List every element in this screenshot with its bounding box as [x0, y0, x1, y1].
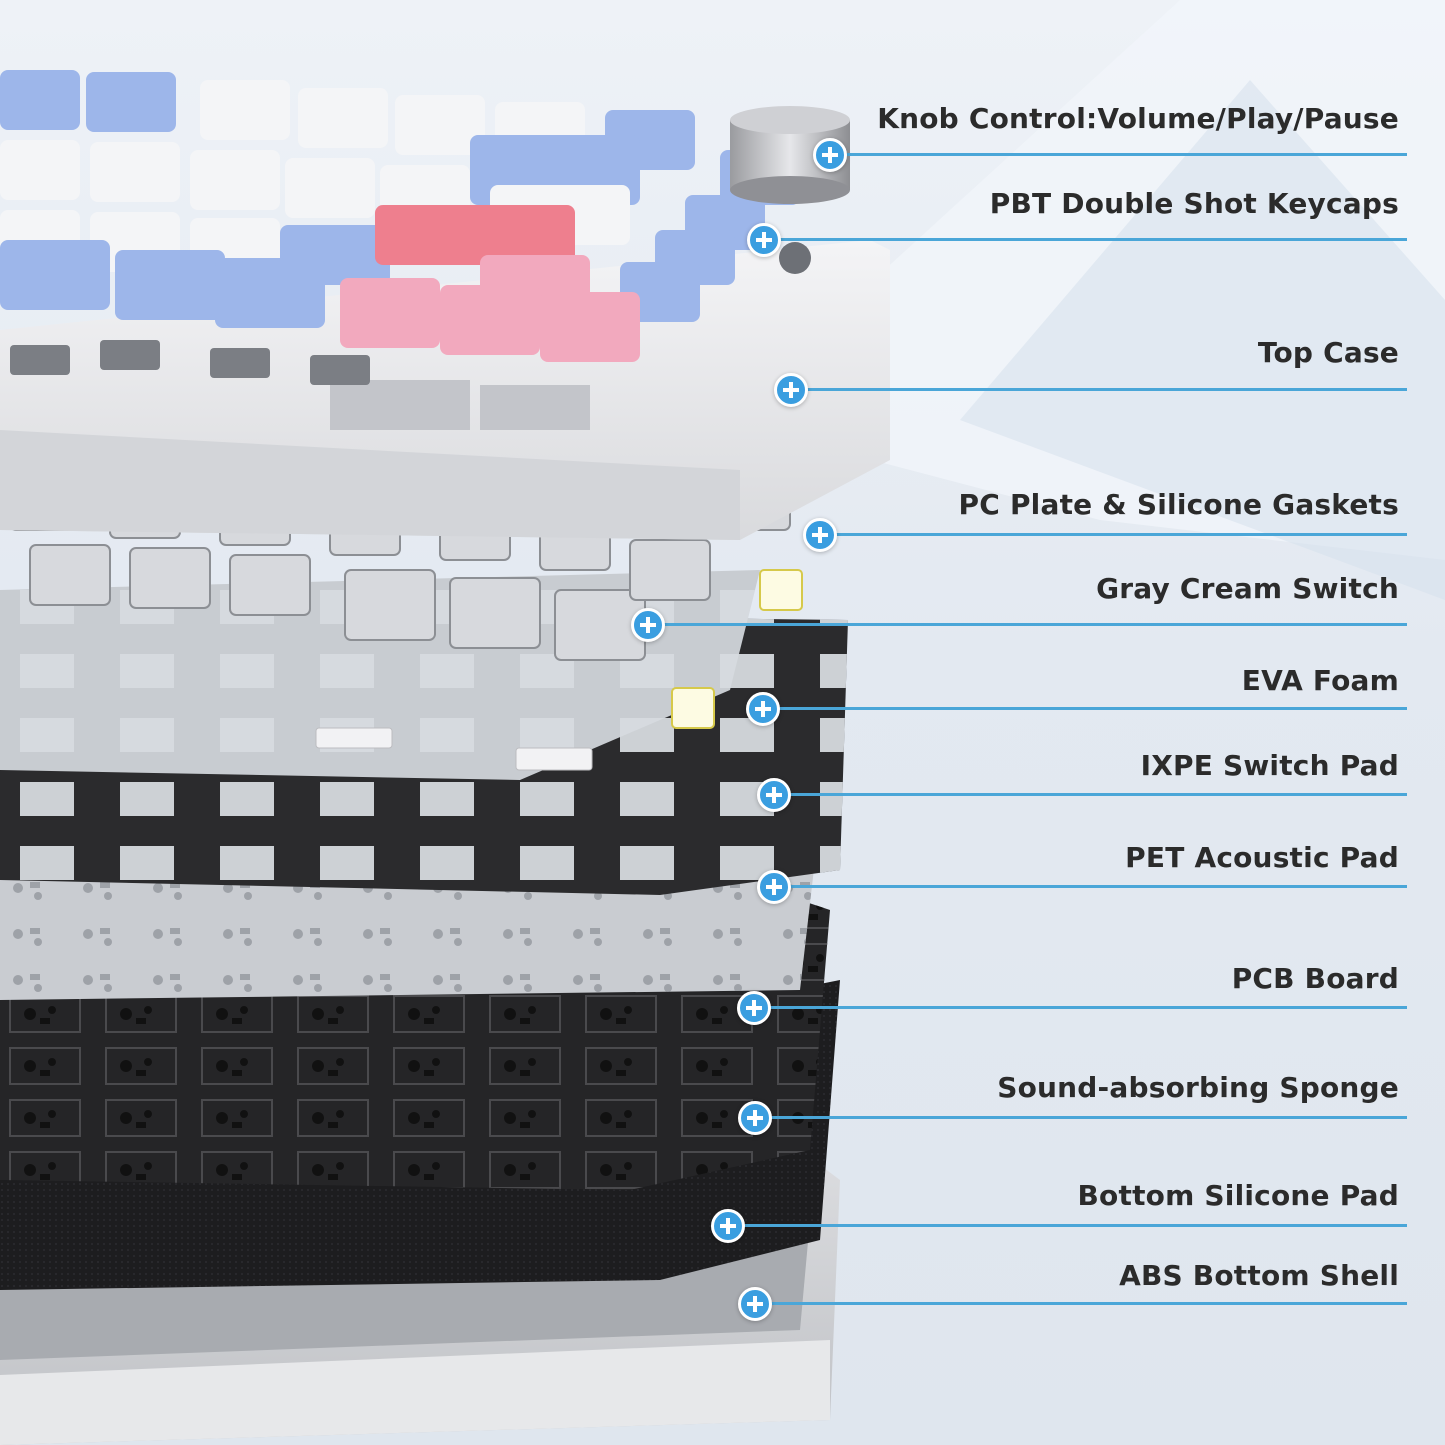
- label-sound-sponge: Sound-absorbing Sponge: [997, 1071, 1399, 1104]
- top-switches: [10, 340, 370, 385]
- rule-top-case: [803, 388, 1407, 391]
- rule-pc-plate-gaskets: [832, 533, 1407, 536]
- label-top-case: Top Case: [1257, 336, 1399, 369]
- label-ixpe-switch-pad: IXPE Switch Pad: [1140, 749, 1399, 782]
- label-pbt-keycaps: PBT Double Shot Keycaps: [989, 187, 1399, 220]
- plus-icon[interactable]: [737, 991, 771, 1025]
- plus-icon[interactable]: [757, 870, 791, 904]
- rule-pcb-board: [766, 1006, 1407, 1009]
- plus-icon[interactable]: [813, 138, 847, 172]
- silicone-gaskets: [315, 569, 803, 771]
- label-eva-foam: EVA Foam: [1241, 664, 1399, 697]
- label-bottom-silicone-pad: Bottom Silicone Pad: [1077, 1179, 1399, 1212]
- plus-icon[interactable]: [711, 1209, 745, 1243]
- rule-bottom-silicone-pad: [740, 1224, 1407, 1227]
- plus-icon[interactable]: [631, 608, 665, 642]
- rule-ixpe-switch-pad: [786, 793, 1407, 796]
- rule-pbt-keycaps: [776, 238, 1407, 241]
- plus-icon[interactable]: [757, 778, 791, 812]
- plus-icon[interactable]: [803, 518, 837, 552]
- label-pcb-board: PCB Board: [1231, 962, 1399, 995]
- background-mountain-shadow: [960, 80, 1445, 600]
- rule-gray-cream-switch: [660, 623, 1407, 626]
- keycaps: [0, 70, 800, 362]
- rule-knob-control: [842, 153, 1407, 156]
- label-pc-plate-gaskets: PC Plate & Silicone Gaskets: [958, 488, 1399, 521]
- plus-icon[interactable]: [747, 223, 781, 257]
- rule-eva-foam: [775, 707, 1407, 710]
- plus-icon[interactable]: [738, 1287, 772, 1321]
- label-knob-control: Knob Control:Volume/Play/Pause: [877, 102, 1399, 135]
- label-pet-acoustic-pad: PET Acoustic Pad: [1125, 841, 1399, 874]
- label-abs-bottom-shell: ABS Bottom Shell: [1119, 1259, 1399, 1292]
- label-gray-cream-switch: Gray Cream Switch: [1096, 572, 1399, 605]
- plus-icon[interactable]: [746, 692, 780, 726]
- rule-sound-sponge: [767, 1116, 1407, 1119]
- rule-abs-bottom-shell: [767, 1302, 1407, 1305]
- plus-icon[interactable]: [738, 1101, 772, 1135]
- rule-pet-acoustic-pad: [786, 885, 1407, 888]
- plus-icon[interactable]: [774, 373, 808, 407]
